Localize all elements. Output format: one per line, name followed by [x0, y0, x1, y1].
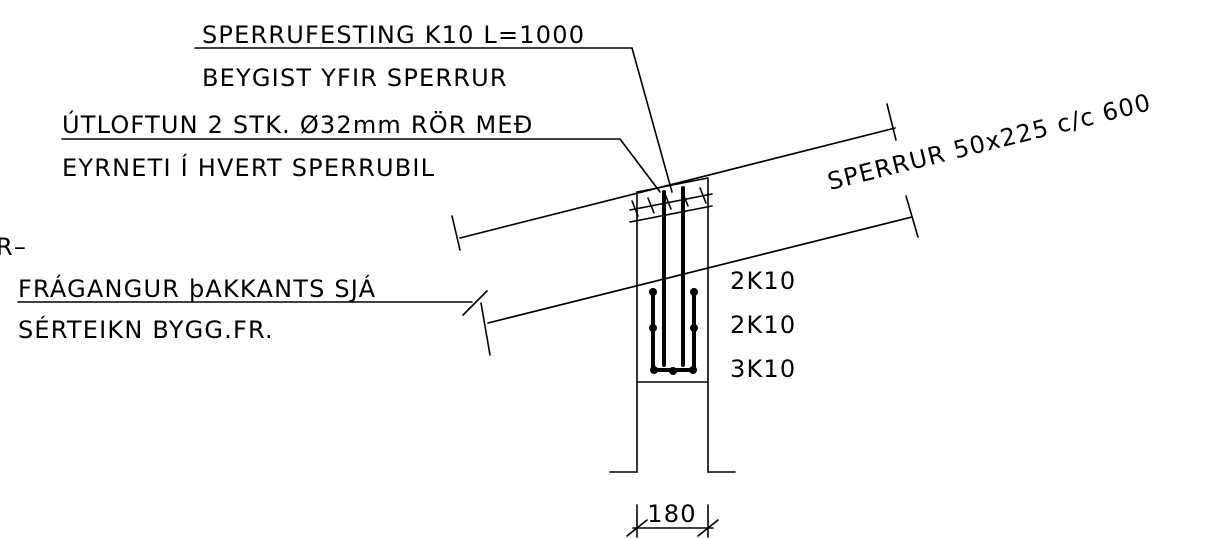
vent-label-line1: ÚTLOFTUN 2 STK. Ø32mm RÖR MEÐ	[62, 109, 534, 139]
break-line	[699, 187, 707, 204]
vent-label-line2: EYRNETI Í HVERT SPERRUBIL	[62, 153, 435, 182]
vent-leader	[61, 138, 661, 193]
anchor-label-line2: BEYGIST YFIR SPERRUR	[202, 64, 508, 92]
rafter-end-tick	[905, 195, 919, 238]
fascia-label-line1: FRÁGANGUR þAKKANTS SJÁ	[18, 274, 376, 303]
rebar-dot	[649, 324, 657, 332]
break-line	[629, 193, 713, 211]
rafter-bottom-line	[487, 216, 913, 324]
wall-width-label: 180	[647, 500, 696, 528]
rafter-top-line	[459, 127, 896, 239]
fascia-leader-tick	[462, 290, 488, 316]
rebar-dot	[649, 288, 657, 296]
rebar-dot	[650, 366, 658, 374]
rafters	[451, 103, 919, 356]
rebar-mid-label: 2K10	[730, 311, 796, 339]
dimension-tick	[626, 519, 648, 537]
rebar-dot	[669, 367, 677, 375]
fascia-cut-label: R–	[0, 233, 27, 261]
break-line	[629, 205, 713, 223]
fascia-label-line2: SÉRTEIKN BYGG.FR.	[18, 315, 274, 344]
rebar-bottom-label: 3K10	[730, 355, 796, 383]
break-line	[647, 197, 655, 214]
stirrup	[651, 288, 696, 372]
anchor-leader	[194, 47, 673, 193]
rafter-label: SPERRUR 50x225 c/c 600	[825, 88, 1154, 196]
rafter-end-tick	[480, 302, 491, 356]
break-line	[631, 200, 639, 217]
rebar-cage	[649, 186, 698, 375]
dimension-tick	[697, 519, 719, 537]
anchor-label-line1: SPERRUFESTING K10 L=1000	[202, 21, 585, 49]
leader-lines	[17, 47, 673, 316]
concrete-wall	[609, 177, 736, 473]
rebar-top-label: 2K10	[730, 267, 796, 295]
rebar-dot	[689, 366, 697, 374]
wall-width-dimension: 180	[626, 500, 719, 538]
rebar-dot	[690, 324, 698, 332]
rafter-end-tick	[451, 215, 461, 251]
rafter-end-tick	[886, 103, 897, 141]
rebar-dot	[690, 288, 698, 296]
